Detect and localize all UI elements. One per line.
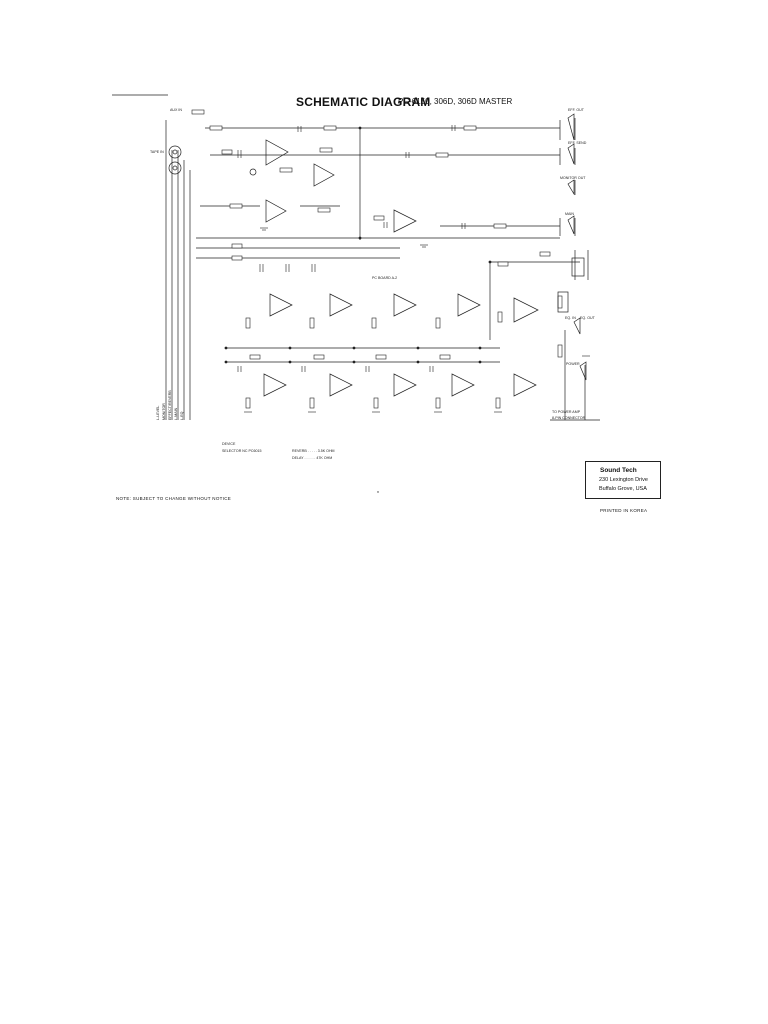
bus-label: L-MAIN — [174, 407, 178, 420]
eq-out-label: EQ. OUT — [580, 316, 595, 320]
op-amp-icon — [269, 293, 293, 317]
tape-in-jack-icon — [168, 145, 182, 159]
op-amp-icon — [265, 199, 287, 223]
monitor-out-label: MONITOR OUT — [560, 176, 586, 180]
jack-icon — [567, 143, 575, 165]
capacitor-group — [237, 125, 466, 372]
junction-group — [224, 126, 492, 364]
tape-in-jack-icon — [172, 165, 178, 171]
device-line: DELAY . . . . . . 47K OHM — [292, 456, 333, 460]
op-amp-icon — [457, 293, 481, 317]
op-amp-group — [263, 139, 539, 397]
jack-icon — [567, 179, 575, 196]
pot-icon — [249, 168, 257, 176]
jack-group — [168, 113, 587, 381]
company-box: Sound Tech 230 Lexington Drive Buffalo G… — [585, 461, 661, 499]
company-address-line1: 230 Lexington Drive — [599, 477, 648, 483]
op-amp-icon — [513, 297, 539, 323]
op-amp-icon — [265, 139, 289, 166]
device-header: DEVICE — [222, 442, 236, 446]
footer-note: NOTE: SUBJECT TO CHANGE WITHOUT NOTICE — [116, 496, 232, 501]
jack-icon — [557, 291, 569, 313]
tape-in-label: TAPE IN — [150, 150, 164, 154]
jack-icon — [567, 215, 575, 235]
bus-label: MONITOR — [162, 403, 166, 420]
diagram-title: SCHEMATIC DIAGRAM — [296, 95, 431, 109]
op-amp-icon — [393, 293, 417, 317]
connector-label: 8-PIN CONNECTOR — [552, 416, 586, 420]
stray-mark-group — [377, 491, 379, 493]
company-address-line2: Buffalo Grove, USA — [599, 486, 647, 492]
eff-send-label: EFF. SEND — [568, 141, 587, 145]
tape-in-jack-icon — [172, 149, 178, 155]
op-amp-icon — [329, 373, 353, 397]
jack-icon — [571, 257, 585, 277]
jack-icon — [567, 113, 575, 141]
op-amp-icon — [329, 293, 353, 317]
bus-label: EFFECT/REVERB — [168, 390, 172, 420]
jack-icon — [579, 361, 587, 381]
op-amp-icon — [513, 373, 537, 397]
pc-board-label: PC BOARD A-2 — [372, 276, 398, 280]
bus-label: L-LEVEL — [156, 405, 160, 420]
company-name: Sound Tech — [600, 467, 637, 474]
op-amp-icon — [393, 373, 417, 397]
power-label: POWER — [566, 362, 580, 366]
device-line: REVERB . . . . . 3.5K OHM — [292, 449, 335, 453]
op-amp-icon — [451, 373, 475, 397]
op-amp-icon — [393, 209, 417, 233]
op-amp-icon — [313, 163, 335, 187]
resistor-group — [191, 109, 563, 409]
aux-in-label: AUX IN — [170, 108, 182, 112]
eff-out-label: EFF. OUT — [568, 108, 584, 112]
diagram-subtitle: PC-6150, 306D, 306D MASTER — [398, 97, 513, 106]
ground-group — [244, 227, 590, 413]
op-amp-icon — [263, 373, 287, 397]
tape-in-jack-icon — [168, 161, 182, 175]
eq-in-label: EQ. IN — [565, 316, 576, 320]
power-amp-label: TO POWER AMP — [552, 410, 581, 414]
print-origin-note: PRINTED IN KOREA — [600, 508, 648, 513]
device-line: SELECTOR NC PC6015 — [222, 449, 262, 453]
jack-icon — [573, 317, 581, 335]
bus-label: L-EQ — [180, 411, 184, 420]
main-out-label: MAIN — [565, 212, 574, 216]
